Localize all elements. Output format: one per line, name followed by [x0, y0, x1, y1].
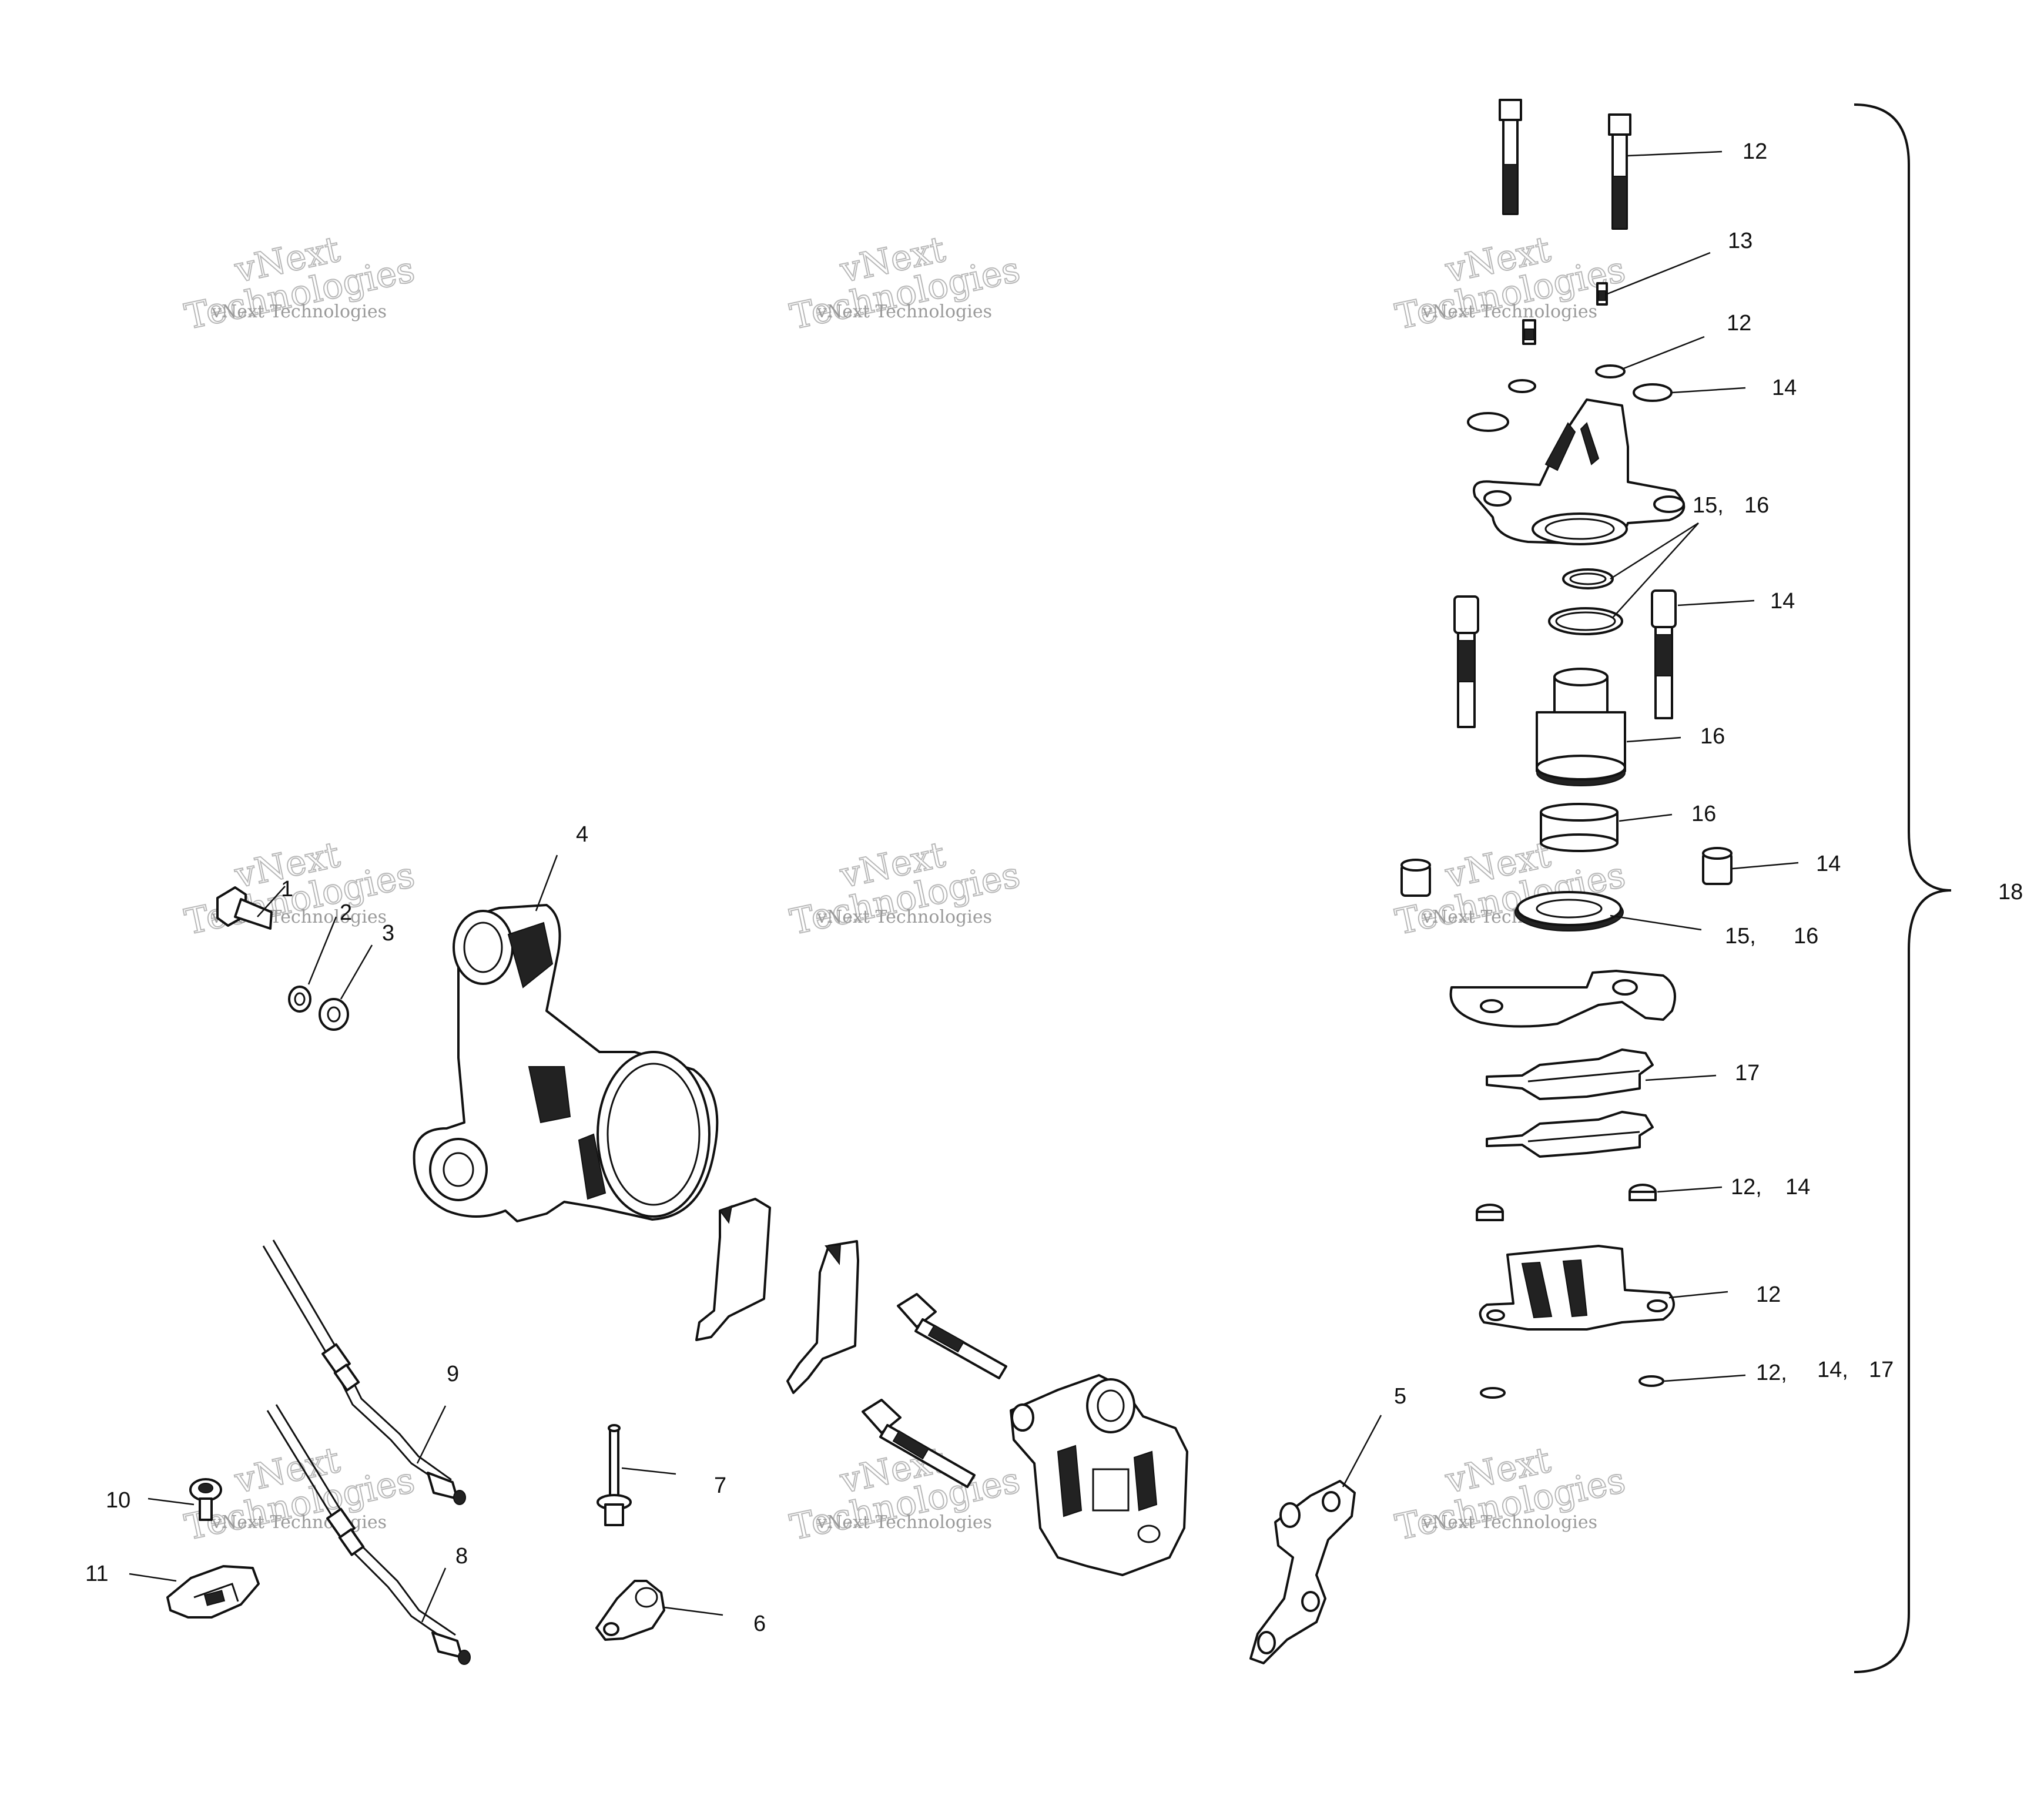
callout-16-piston: 16	[1700, 724, 1725, 749]
washer-c	[1633, 383, 1673, 402]
seal-ring-upper-inner	[1569, 572, 1607, 585]
caliper-upper-housing	[1473, 398, 1686, 545]
callout-9: 9	[447, 1362, 459, 1386]
brake-line-9	[262, 1239, 466, 1505]
watermark-4: vNext Technologies vNext Technologies	[181, 833, 419, 943]
callout-8: 8	[455, 1544, 468, 1569]
brake-pad-center-right	[786, 1240, 859, 1394]
callout-18: 18	[1998, 880, 2023, 904]
cap-right	[1629, 1184, 1657, 1201]
callout-16-second: 16	[1794, 924, 1818, 949]
watermark-5: vNext Technologies vNext Technologies	[786, 833, 1024, 943]
callout-12-bottom: 12,	[1756, 1361, 1787, 1385]
callout-11: 11	[85, 1562, 108, 1586]
washer-3	[319, 998, 349, 1031]
bleeder-screw-left	[1522, 319, 1536, 345]
svg-text:vNext Technologies: vNext Technologies	[816, 907, 992, 927]
callout-2: 2	[340, 900, 352, 925]
watermark-2: vNext Technologies vNext Technologies	[786, 228, 1024, 338]
seal-ring-upper	[1562, 568, 1614, 589]
callout-10: 10	[106, 1488, 130, 1513]
callout-17-bottom: 17	[1869, 1358, 1894, 1382]
callout-6: 6	[753, 1611, 766, 1636]
caliper-lower-housing	[1479, 1245, 1675, 1331]
long-bolt-right	[1608, 113, 1631, 230]
callout-labels: 1 2 3 4 5 6 7 8 9 10 11 12 13 12 14 15, …	[85, 139, 2023, 1636]
callout-14-bottom: 14,	[1817, 1358, 1848, 1382]
svg-text:vNext Technologies: vNext Technologies	[1422, 301, 1597, 322]
callout-13: 13	[1728, 229, 1753, 253]
callout-1: 1	[281, 877, 293, 902]
leader-lines	[129, 150, 1799, 1623]
callout-16-first: 16	[1744, 493, 1769, 518]
long-bolt-left	[1499, 99, 1522, 215]
svg-text:vNext Technologies: vNext Technologies	[816, 1512, 992, 1533]
bushing-left	[1400, 859, 1431, 897]
tiny-washer-right	[1638, 1375, 1664, 1387]
callout-14-caps: 14	[1785, 1175, 1810, 1199]
pin-7	[597, 1424, 632, 1526]
callout-12-top: 12	[1743, 139, 1767, 164]
callout-3: 3	[382, 921, 394, 946]
bleeder-screw-right	[1596, 282, 1608, 306]
piston-insert	[1540, 803, 1619, 852]
tiny-washer-left	[1480, 1387, 1506, 1399]
svg-text:vNext Technologies: vNext Technologies	[816, 301, 992, 322]
clamp-6	[595, 1580, 665, 1641]
callout-12-caps: 12,	[1731, 1175, 1762, 1199]
callout-12-bleeder: 12	[1727, 311, 1751, 336]
small-washer-b	[1595, 364, 1626, 378]
cap-left	[1476, 1204, 1504, 1221]
seal-ring-lower-inner	[1555, 611, 1616, 631]
mounting-plate	[1449, 970, 1676, 1028]
steering-knuckle	[413, 904, 719, 1222]
small-washer-a	[1508, 379, 1536, 393]
caliper-assembly-center	[1010, 1374, 1188, 1576]
callout-15-first: 15,	[1693, 493, 1724, 518]
callout-16-insert: 16	[1691, 802, 1716, 826]
svg-text:vNext Technologies: vNext Technologies	[211, 301, 387, 322]
callout-14-top: 14	[1772, 376, 1797, 400]
brake-pad-upper	[1486, 1048, 1654, 1100]
svg-text:vNext Technologies: vNext Technologies	[1422, 1512, 1597, 1533]
hex-bolt-1	[216, 886, 273, 930]
brake-pad-lower	[1486, 1111, 1654, 1158]
callout-14-bolt: 14	[1770, 589, 1795, 614]
caliper-piston	[1536, 668, 1626, 786]
washer-2-hole	[294, 992, 306, 1006]
callout-17: 17	[1735, 1061, 1760, 1085]
callout-7: 7	[714, 1473, 726, 1498]
watermark-9: vNext Technologies vNext Technologies	[1392, 1439, 1630, 1549]
callout-4: 4	[576, 822, 588, 847]
assembly-brace	[1854, 103, 1952, 1673]
caliper-bracket-5	[1249, 1480, 1356, 1664]
watermark-1: vNext Technologies vNext Technologies	[181, 228, 419, 338]
washer-3-hole	[327, 1006, 341, 1023]
washer-d	[1467, 412, 1509, 432]
brake-pad-center-left	[695, 1198, 771, 1341]
fastener-10	[189, 1478, 222, 1521]
caliper-pin-bolt-upper	[897, 1293, 1007, 1379]
svg-text:vNext Technologies: vNext Technologies	[211, 1512, 387, 1533]
callout-15-second: 15,	[1725, 924, 1756, 949]
caliper-pin-bolt-lower	[862, 1399, 976, 1488]
socket-bolt-right	[1651, 589, 1677, 719]
callout-5: 5	[1394, 1384, 1406, 1409]
large-seal	[1514, 891, 1624, 932]
clip-11	[166, 1565, 260, 1619]
brake-line-8	[266, 1404, 471, 1665]
callout-12-lower: 12	[1756, 1282, 1781, 1307]
callout-14-bushing: 14	[1816, 852, 1841, 876]
socket-bolt-left	[1453, 595, 1479, 728]
washer-2	[288, 986, 311, 1013]
bushing-right	[1702, 847, 1733, 885]
